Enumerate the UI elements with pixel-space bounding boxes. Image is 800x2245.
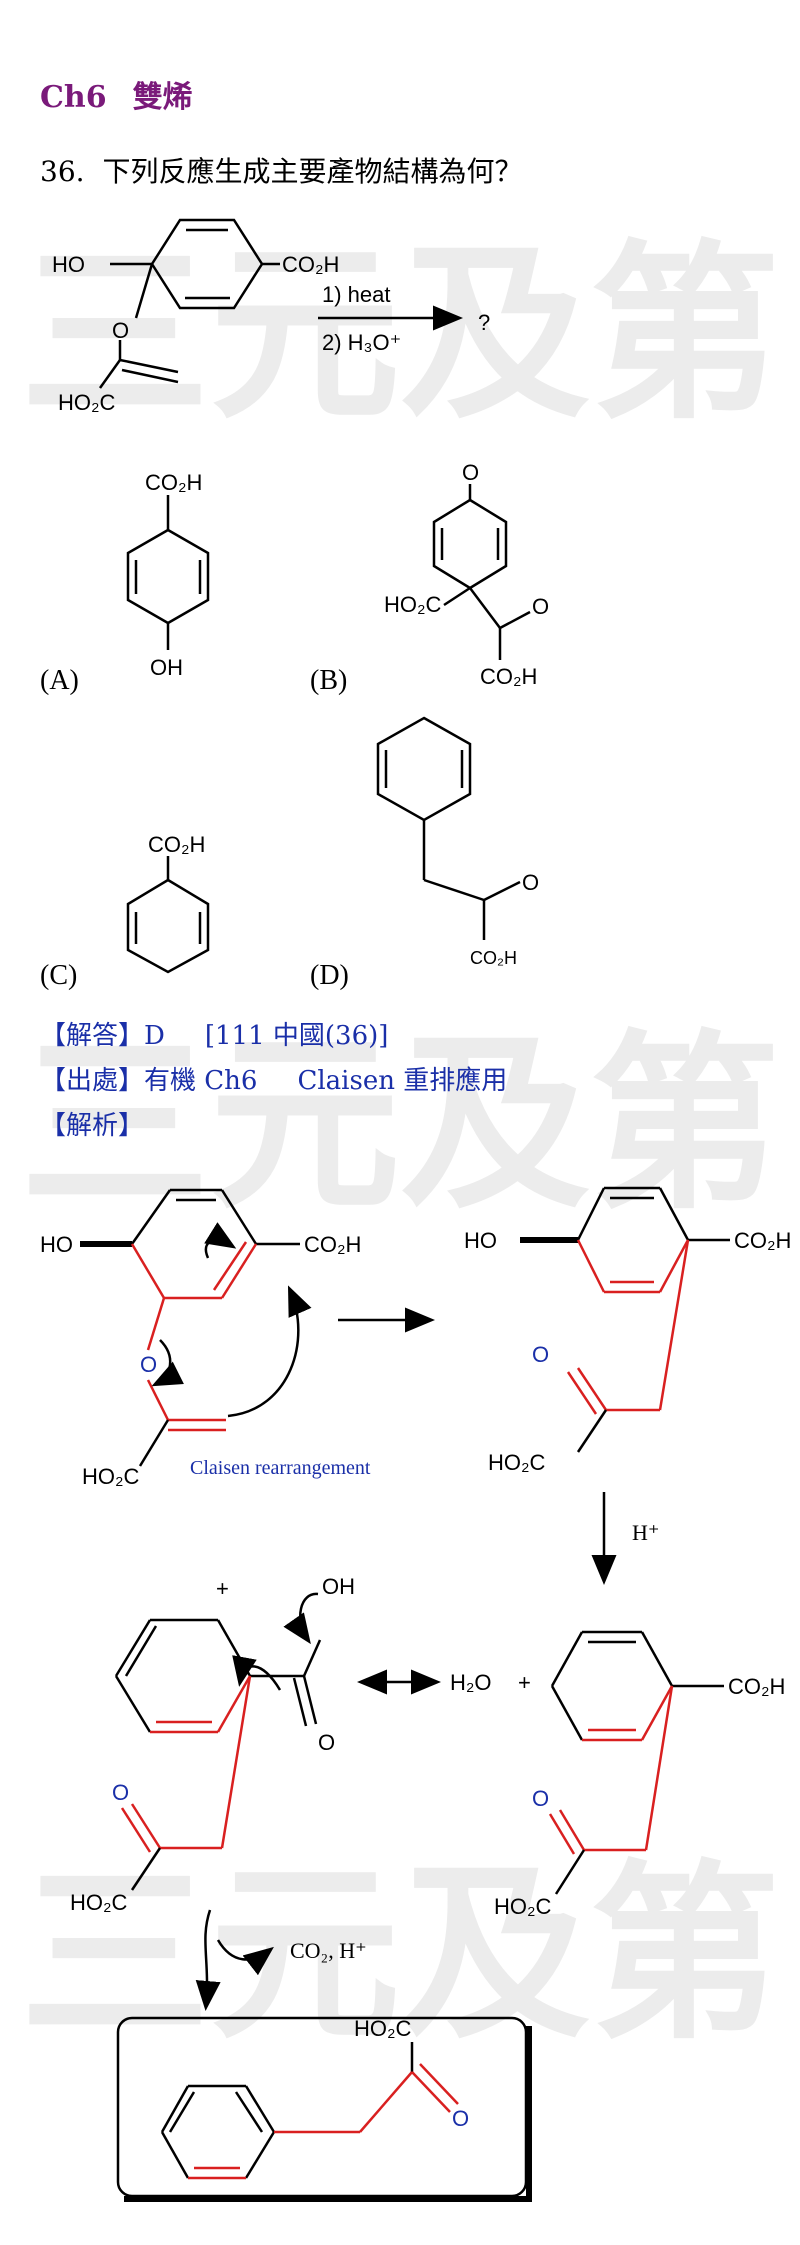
mech-intermediate-red-bonds — [566, 1239, 690, 1415]
arrow-decarboxylation — [195, 1909, 221, 2011]
mech-dienone-o: O — [532, 1786, 549, 1811]
origin-value: 有機 Ch6 — [144, 1066, 258, 1096]
analysis-label: 【解析】 — [40, 1111, 145, 1141]
plus-sign: + — [518, 1670, 531, 1695]
mech-start-structure — [80, 1188, 300, 1247]
mech-intermediate-ho: HO — [464, 1228, 497, 1253]
chapter-title: Ch6 雙烯 — [40, 72, 193, 116]
option-d-structure — [376, 716, 521, 940]
chapter-topic: 雙烯 — [132, 80, 193, 115]
origin-topic: Claisen 重排應用 — [297, 1066, 508, 1096]
reactant-ho: HO — [52, 252, 85, 277]
reactant-co2h: CO₂H — [282, 252, 339, 277]
mech-cation-structure — [114, 1592, 322, 1733]
mech-dienone-red-bonds — [548, 1685, 674, 1855]
final-ho2c: HO₂C — [354, 2016, 412, 2041]
mech-cation-oh: OH — [322, 1574, 355, 1599]
analysis-line: 【解析】 — [40, 1105, 144, 1142]
mech-start-co2h: CO₂H — [304, 1232, 361, 1257]
option-b-structure — [432, 484, 531, 660]
co2-loss-label: CO₂, H⁺ — [290, 1938, 367, 1963]
answer-value: D — [144, 1021, 165, 1051]
mech-dienone-structure — [550, 1630, 724, 1741]
box-shadow — [124, 2196, 528, 2202]
option-a-structure — [126, 495, 210, 650]
answer-label: 【解答】 — [40, 1021, 145, 1051]
water-label: H₂O — [450, 1670, 492, 1695]
option-a-co2h: CO₂H — [145, 470, 202, 495]
chapter-number: Ch6 — [40, 80, 107, 115]
acid-label: H⁺ — [632, 1520, 660, 1545]
mech-cation-ketone-o: O — [112, 1780, 129, 1805]
cation-charge: + — [216, 1576, 229, 1601]
reactant-o: O — [112, 318, 129, 343]
mech-start-o: O — [140, 1352, 157, 1377]
arrow-co2-loss — [216, 1939, 274, 1976]
reactant-ho2c: HO₂C — [58, 390, 116, 415]
answer-line: 【解答】D [111 中國(36)] — [40, 1015, 388, 1052]
reaction-product-unknown: ? — [478, 310, 490, 335]
answer-source: [111 中國(36)] — [204, 1021, 389, 1051]
option-c-structure — [126, 856, 210, 974]
question-text: 下列反應生成主要產物結構為何？ — [102, 155, 523, 188]
option-d-label: (D) — [310, 960, 349, 991]
mech-cation-red-bonds — [120, 1675, 252, 1853]
final-ketone-o: O — [452, 2106, 469, 2131]
question: 36. 下列反應生成主要產物結構為何？ — [40, 150, 523, 190]
origin-label: 【出處】 — [40, 1066, 145, 1096]
option-c-label: (C) — [40, 960, 78, 991]
option-d-co2h: CO₂H — [470, 948, 517, 968]
mech-intermediate-ho2c: HO₂C — [488, 1450, 546, 1475]
final-product-red-bonds — [188, 2063, 459, 2180]
option-b-oxo: O — [462, 460, 479, 485]
option-c-co2h: CO₂H — [148, 832, 205, 857]
option-b-co2h: CO₂H — [480, 664, 537, 689]
box-shadow-side — [526, 2026, 532, 2202]
option-a-oh: OH — [150, 655, 183, 680]
mech-start-red-bonds — [130, 1241, 258, 1432]
mech-dienone-ho2c: HO₂C — [494, 1894, 552, 1919]
reaction-step-2: 2) H₃O⁺ — [322, 330, 401, 355]
option-b-ho2c: HO₂C — [384, 592, 442, 617]
mech-intermediate-o: O — [532, 1342, 549, 1367]
claisen-note: Claisen rearrangement — [190, 1457, 371, 1479]
option-a-label: (A) — [40, 665, 79, 696]
mech-dienone-co2h: CO₂H — [728, 1674, 785, 1699]
option-b-label: (B) — [310, 665, 348, 696]
mech-cation-ho2c: HO₂C — [70, 1890, 128, 1915]
option-b-ketone-o: O — [532, 594, 549, 619]
mech-start-ho2c: HO₂C — [82, 1464, 140, 1489]
option-d-ketone-o: O — [522, 870, 539, 895]
reaction-step-1: 1) heat — [322, 282, 391, 307]
mech-cation-o: O — [318, 1730, 335, 1755]
mech-intermediate-co2h: CO₂H — [734, 1228, 791, 1253]
origin-line: 【出處】有機 Ch6 Claisen 重排應用 — [40, 1060, 507, 1097]
final-product-structure — [160, 2042, 414, 2179]
question-number: 36. — [40, 155, 85, 188]
reactant-structure — [98, 218, 280, 389]
mech-start-ho: HO — [40, 1232, 73, 1257]
mech-intermediate-structure — [520, 1186, 730, 1243]
